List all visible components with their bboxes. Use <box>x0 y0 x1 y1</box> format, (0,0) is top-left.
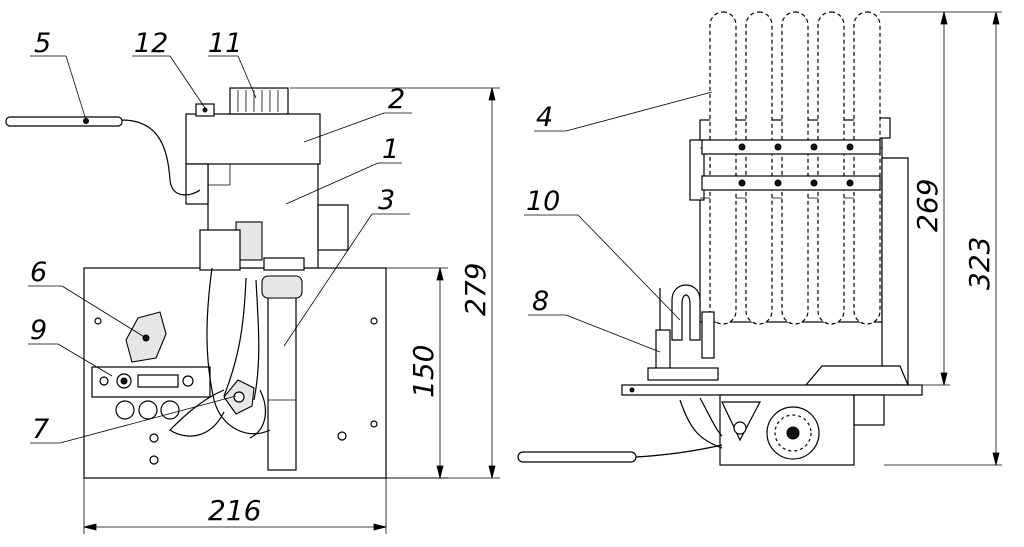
temperature-sensor-bulb <box>5 116 123 127</box>
callout-9: 9 <box>30 315 47 346</box>
callout-5: 5 <box>34 28 51 59</box>
coil-clamps <box>701 139 881 191</box>
dim-216: 216 <box>208 494 261 527</box>
callout-11: 11 <box>208 28 242 59</box>
callout-12: 12 <box>134 28 168 59</box>
plate-screws <box>94 317 378 465</box>
callout-10: 10 <box>526 186 560 217</box>
callout-1: 1 <box>382 134 399 165</box>
callout-4: 4 <box>536 102 553 133</box>
base-plate-side <box>621 384 923 396</box>
callout-2: 2 <box>388 84 405 115</box>
front-view <box>5 87 387 479</box>
capillary-tube <box>121 119 201 196</box>
dimension-labels: 216 150 279 269 323 <box>208 179 996 527</box>
thermostat-knob <box>229 87 289 115</box>
heat-exchanger-coils <box>709 11 881 325</box>
dim-269: 269 <box>911 179 944 232</box>
side-view <box>517 11 923 466</box>
dim-279: 279 <box>459 263 492 316</box>
sensor-bulb-side <box>517 451 637 463</box>
callout-labels: 5 12 11 2 1 3 6 9 7 4 10 8 <box>30 28 560 445</box>
ignition-electrode <box>655 329 671 371</box>
callout-3: 3 <box>378 185 395 216</box>
callout-6: 6 <box>30 257 47 288</box>
pilot-tube <box>671 284 701 341</box>
leader-lines <box>28 55 713 444</box>
burner-tube <box>267 289 297 471</box>
flue-deflector <box>804 365 909 386</box>
callout-8: 8 <box>532 286 549 317</box>
dim-150: 150 <box>407 345 440 398</box>
dim-323: 323 <box>963 237 996 290</box>
plate-holes <box>115 400 180 420</box>
control-head <box>185 113 321 165</box>
dimension-lines <box>83 11 1002 534</box>
callout-7: 7 <box>32 414 49 445</box>
